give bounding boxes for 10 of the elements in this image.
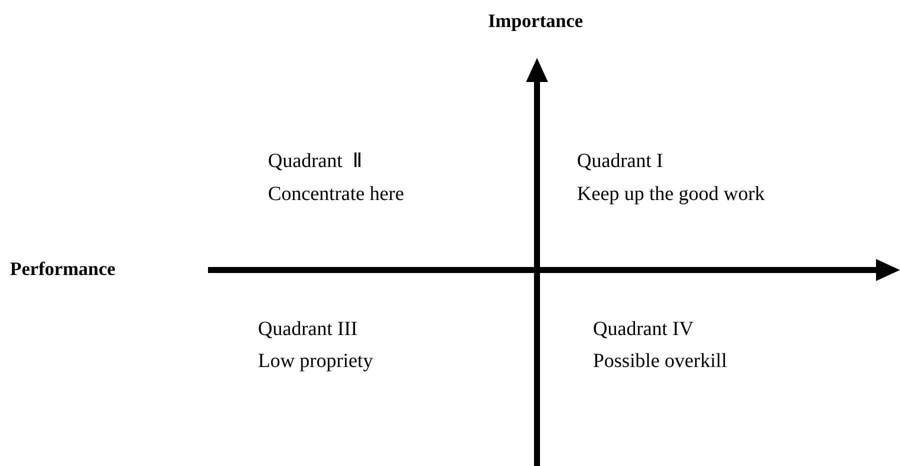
quadrant-description: Keep up the good work	[577, 182, 765, 206]
quadrant-label: Quadrant I	[577, 149, 664, 173]
quadrant-description: Possible overkill	[593, 349, 727, 373]
quadrant-label: Quadrant IV	[593, 317, 694, 341]
quadrant-label: Quadrant III	[258, 317, 358, 341]
quadrant-description: Low propriety	[258, 349, 373, 373]
axis-label: Performance	[10, 258, 116, 282]
quadrant-label: Quadrant Ⅱ	[268, 149, 362, 173]
axis-label: Importance	[488, 10, 583, 34]
quadrant-description: Concentrate here	[268, 182, 404, 206]
